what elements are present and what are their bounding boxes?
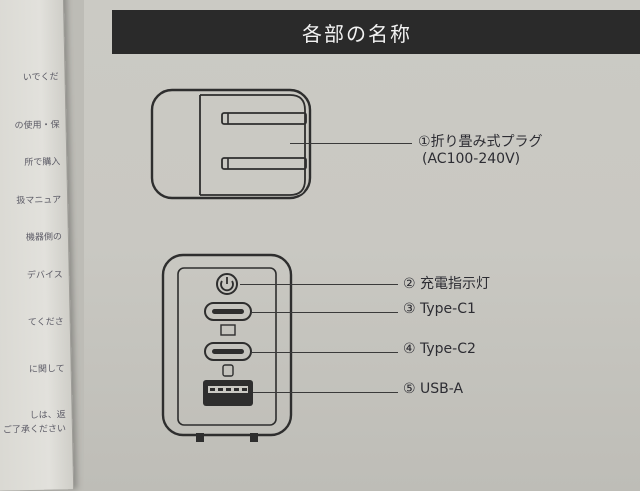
charger-front-view [161,253,293,442]
leader-line [251,312,398,313]
plug-prong [221,157,307,170]
section-title: 各部の名称 [302,21,412,46]
part-number: ② [403,276,416,292]
usb-a-port-icon [203,380,253,406]
part-label-type-c2: ④ Type-C2 [403,341,476,357]
part-label-voltage: (AC100-240V) [422,151,520,167]
part-name: 充電指示灯 [420,276,491,292]
leader-line [251,352,398,353]
usb-c-port-icon [204,302,252,336]
part-sub: (AC100-240V) [422,151,521,167]
part-name: 折り畳み式プラグ [430,134,543,150]
part-number: ③ [403,301,416,317]
part-number: ④ [403,341,416,357]
section-header: 各部の名称 [112,10,640,54]
part-name: Type-C1 [420,301,476,317]
plug-top-view [150,88,312,200]
part-name: Type-C2 [420,341,476,357]
device-diagram [150,88,312,442]
manual-page [84,0,640,490]
part-label-type-c1: ③ Type-C1 [403,301,476,317]
part-number: ① [418,134,431,150]
part-label-charge-indicator: ② 充電指示灯 [403,273,490,293]
part-label-folding-plug: ①折り畳み式プラグ [418,131,543,151]
leader-line [240,284,398,285]
leader-line [253,392,398,393]
plug-prong [221,112,307,125]
part-label-usb-a: ⑤ USB-A [403,381,463,397]
power-icon [216,273,238,295]
part-number: ⑤ [403,381,416,397]
part-name: USB-A [420,381,464,397]
usb-c-port-icon [204,342,252,377]
leader-line [290,143,412,144]
